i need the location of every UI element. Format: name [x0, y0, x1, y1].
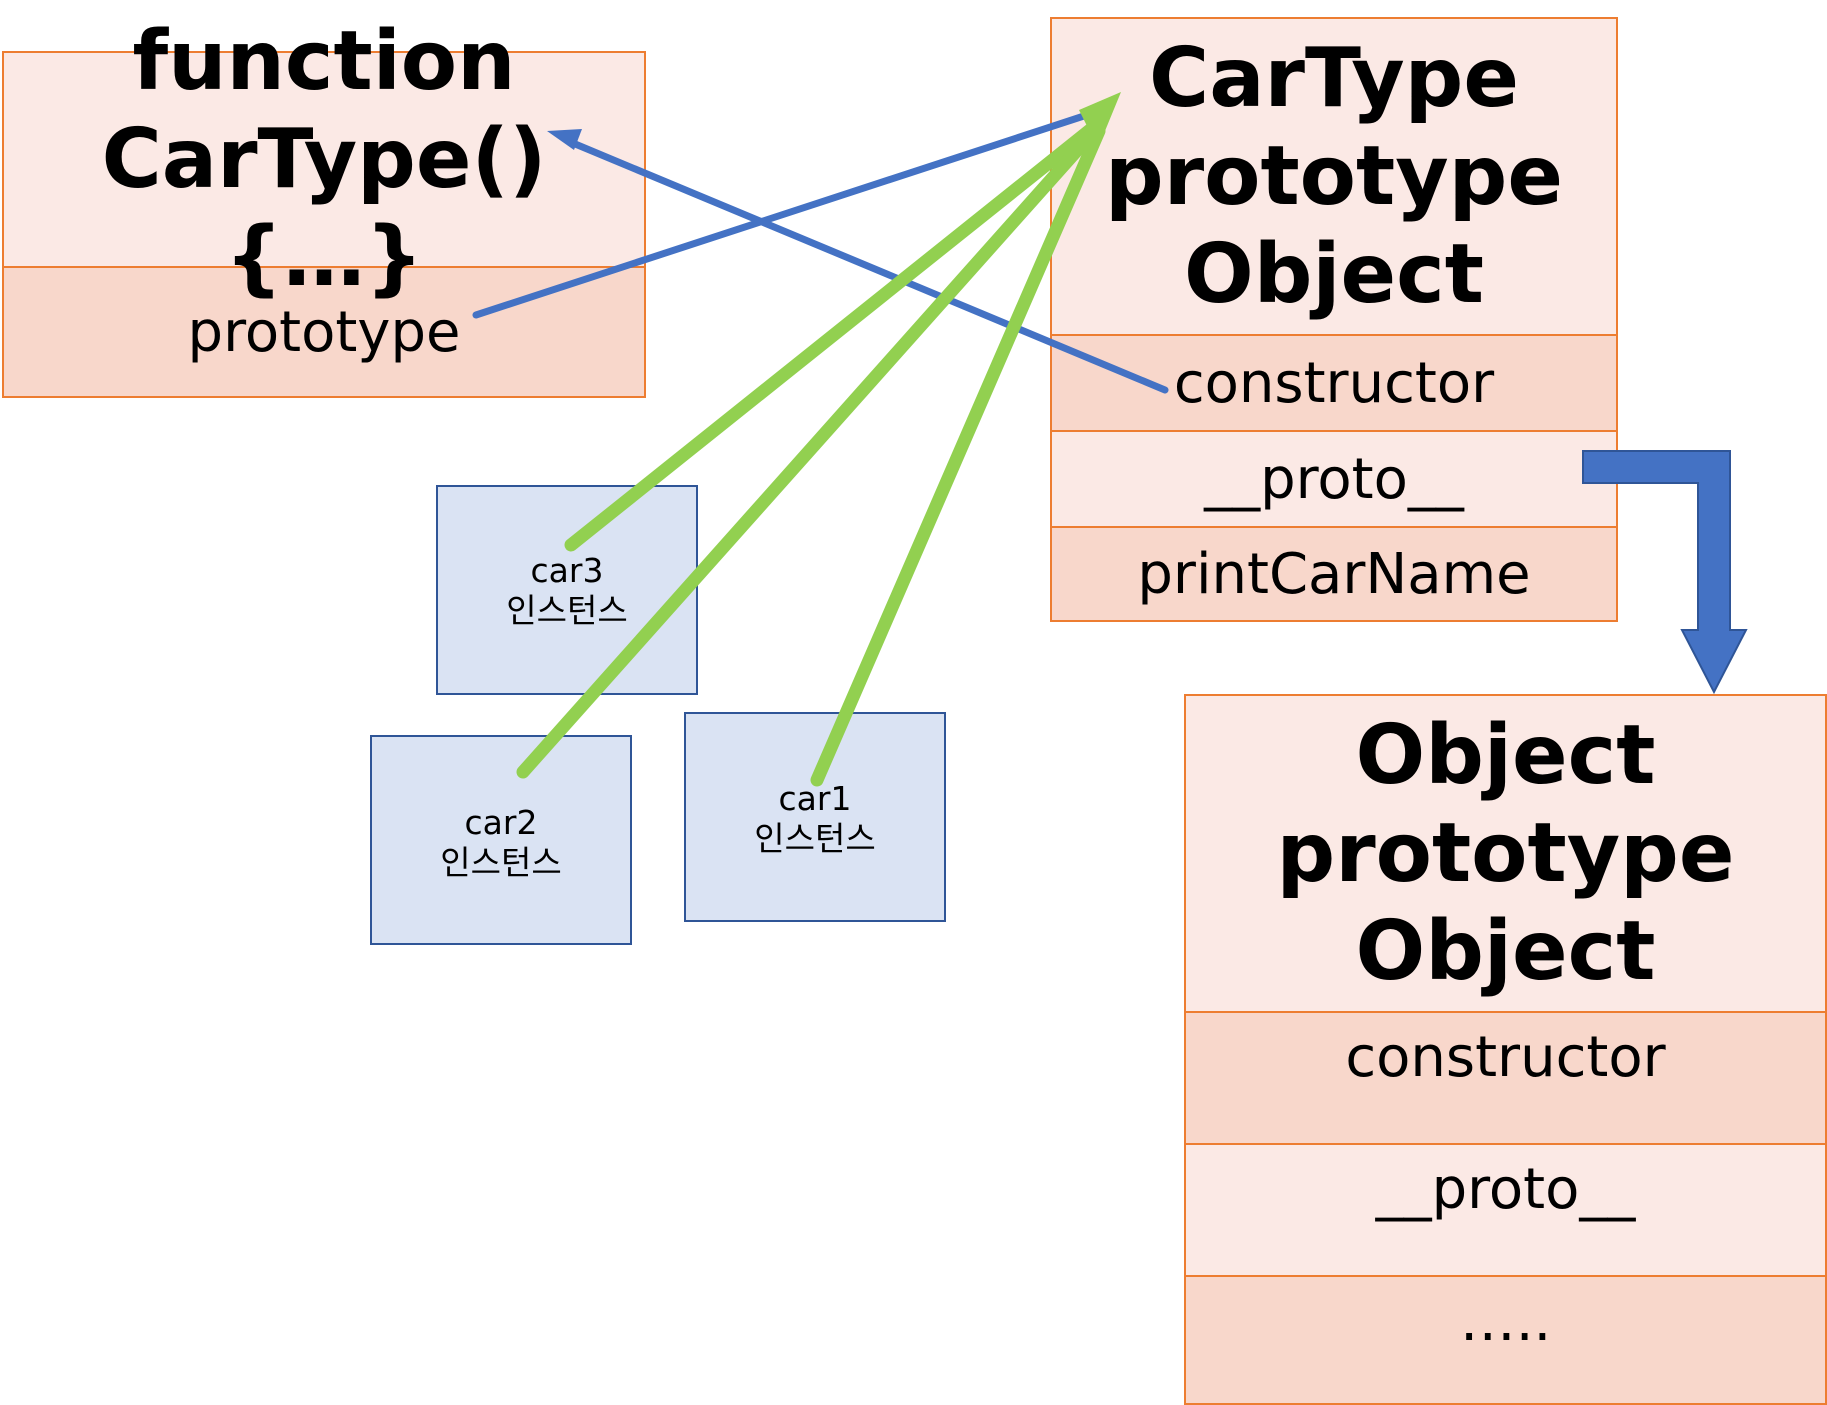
object-constructor-label: constructor: [1345, 1025, 1666, 1090]
object-title-line3: Object: [1355, 903, 1656, 999]
constructor-to-function-arrow: [564, 137, 1169, 394]
car1-instance-box: car1 인스턴스: [684, 712, 946, 922]
object-ellipsis-label: …..: [1459, 1289, 1552, 1354]
object-prototype-title: Object prototype Object: [1186, 696, 1825, 1013]
cartype-title-line1: CarType: [1149, 30, 1519, 126]
object-constructor-row: constructor: [1186, 1013, 1825, 1145]
cartype-constructor-row: constructor: [1052, 336, 1616, 432]
object-title-line1: Object: [1355, 707, 1656, 803]
cartype-printcarname-row: printCarName: [1052, 528, 1616, 620]
car2-name: car2: [464, 803, 538, 842]
car3-name: car3: [530, 551, 604, 590]
cartype-prototype-object-box: CarType prototype Object constructor __p…: [1050, 17, 1618, 622]
cartype-printcarname-label: printCarName: [1137, 541, 1531, 607]
object-ellipsis-row: …..: [1186, 1277, 1825, 1403]
cartype-title-line2: prototype: [1105, 128, 1563, 224]
constructor-arrowhead: [547, 129, 582, 150]
function-keyword: function: [132, 13, 516, 109]
car3-instance-label: 인스턴스: [506, 591, 628, 630]
function-box-title: function CarType() {…}: [4, 14, 644, 305]
prototype-to-cartype-arrow: [472, 110, 1094, 319]
car2-proto-arrow: [516, 121, 1104, 779]
proto-chain-elbow-arrow: [1582, 450, 1748, 695]
green-arrowhead: [1079, 92, 1121, 148]
car3-proto-arrow: [564, 119, 1102, 552]
car3-instance-box: car3 인스턴스: [436, 485, 698, 695]
function-signature: CarType() {…}: [101, 111, 547, 305]
car1-instance-label: 인스턴스: [754, 819, 876, 858]
cartype-proto-label: __proto__: [1204, 446, 1464, 512]
car1-proto-arrow: [810, 124, 1106, 787]
object-proto-label: __proto__: [1375, 1157, 1636, 1222]
cartype-constructor-label: constructor: [1173, 350, 1495, 416]
prototype-label: prototype: [187, 299, 461, 365]
object-prototype-object-box: Object prototype Object constructor __pr…: [1184, 694, 1827, 1405]
cartype-proto-row: __proto__: [1052, 432, 1616, 528]
function-cartype-box: function CarType() {…} prototype: [2, 14, 646, 398]
car2-instance-label: 인스턴스: [440, 843, 562, 882]
object-title-line2: prototype: [1276, 805, 1735, 901]
function-box-prototype-row: prototype: [4, 268, 644, 396]
cartype-title-line3: Object: [1184, 226, 1484, 322]
cartype-prototype-title: CarType prototype Object: [1052, 19, 1616, 336]
car2-instance-box: car2 인스턴스: [370, 735, 632, 945]
object-proto-row: __proto__: [1186, 1145, 1825, 1277]
